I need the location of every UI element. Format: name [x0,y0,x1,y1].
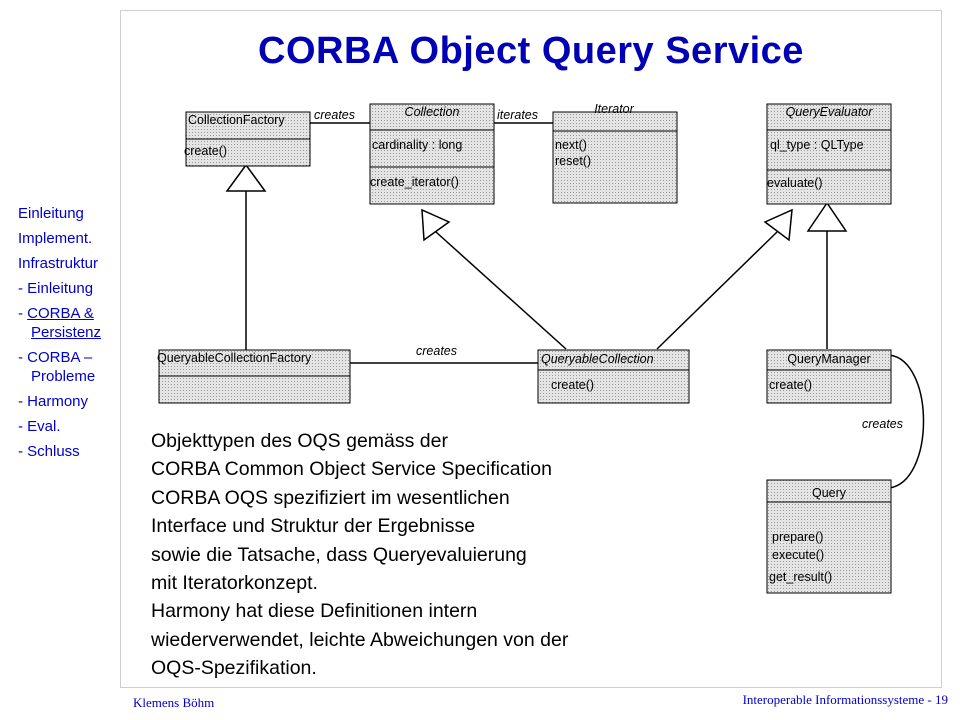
class-op: create_iterator() [370,175,459,189]
class-queryable-collection-factory[interactable]: QueryableCollectionFactory [157,349,351,404]
class-name: Query [812,486,847,500]
body-line: Objekttypen des OQS gemäss der [151,430,448,452]
class-name: Collection [405,105,460,119]
nav-item-label-line2: Probleme [31,368,96,385]
class-attr: cardinality : long [372,138,462,152]
class-query-manager[interactable]: QueryManager create() [766,349,892,404]
class-op: prepare() [772,530,823,544]
class-iterator[interactable]: Iterator next() reset() [552,102,678,204]
assoc-label-qm-query: creates [862,417,903,431]
footer-author: Klemens Böhm [133,695,215,710]
slide-title: CORBA Object Query Service [258,30,804,72]
class-name: QueryableCollection [541,352,654,366]
assoc-label-collection-iterator: iterates [497,108,538,122]
nav-item-einleitung[interactable]: Einleitung [18,205,84,222]
slide-body-text: Objekttypen des OQS gemäss der CORBA Com… [151,427,751,683]
nav-item-schluss[interactable]: - Schluss [18,443,80,460]
class-name: Iterator [594,102,634,116]
assoc-line-qm-query [888,354,925,489]
class-op: create() [769,378,812,392]
class-op: next() [555,138,587,152]
nav-item-label-line2[interactable]: Persistenz [31,324,102,341]
body-line: mit Iteratorkonzept. [151,572,318,595]
nav-item-prefix: - [18,305,28,322]
nav-item-sub-einleitung[interactable]: - Einleitung [18,280,94,297]
generalization-arrow-collection [421,208,451,242]
body-line: OQS-Spezifikation. [151,657,317,680]
class-collection-factory[interactable]: CollectionFactory create() [184,111,311,167]
nav-item-label[interactable]: CORBA & [27,305,94,322]
nav-item-harmony[interactable]: - Harmony [18,393,89,410]
nav-item-corba-probleme[interactable]: - CORBA – Probleme [18,348,128,386]
body-line: sowie die Tatsache, dass Queryevaluierun… [151,543,527,566]
class-query[interactable]: Query prepare() execute() get_result() [766,479,892,594]
generalization-arrow-manager [806,201,848,232]
class-queryable-collection[interactable]: QueryableCollection create() [537,349,690,404]
body-line: CORBA Common Object Service Specificatio… [151,458,552,481]
nav-item-eval[interactable]: - Eval. [18,418,61,435]
class-op: reset() [555,154,591,168]
class-op: create() [551,378,594,392]
body-line: Interface und Struktur der Ergebnisse [151,515,476,538]
assoc-label-factory-collection: creates [314,108,355,122]
generalization-arrow-factory [225,163,267,192]
generalization-arrow-evaluator [763,208,793,242]
class-op: get_result() [769,570,832,584]
nav-item-label: - CORBA – [18,349,93,366]
nav-item-implement[interactable]: Implement. [18,230,93,247]
class-name: QueryableCollectionFactory [157,351,312,365]
class-op: evaluate() [767,176,823,190]
class-op: execute() [772,548,824,562]
body-line: CORBA OQS spezifiziert im wesentlichen [151,486,510,509]
nav-item-corba-persistenz[interactable]: - CORBA & Persistenz [18,304,128,342]
outline-nav: Einleitung Implement. Infrastruktur - Ei… [18,204,128,467]
nav-item-infrastruktur[interactable]: Infrastruktur [18,255,99,272]
class-op: create() [184,144,227,158]
generalization-line-evaluator [656,231,778,350]
class-name: QueryManager [787,352,870,366]
slide-frame [120,10,942,688]
footer-course-page: Interoperable Informationssysteme - 19 [742,692,948,707]
generalization-line-collection [435,231,567,350]
class-name: CollectionFactory [188,113,285,127]
assoc-label-qcf-qc: creates [416,344,457,358]
class-query-evaluator[interactable]: QueryEvaluator ql_type : QLType evaluate… [766,103,892,205]
body-line: Harmony hat diese Definitionen intern [151,600,478,623]
class-attr: ql_type : QLType [770,138,864,152]
body-line: wiederverwendet, leichte Abweichungen vo… [151,628,569,651]
class-collection[interactable]: Collection cardinality : long create_ite… [369,103,495,205]
class-name: QueryEvaluator [786,105,874,119]
